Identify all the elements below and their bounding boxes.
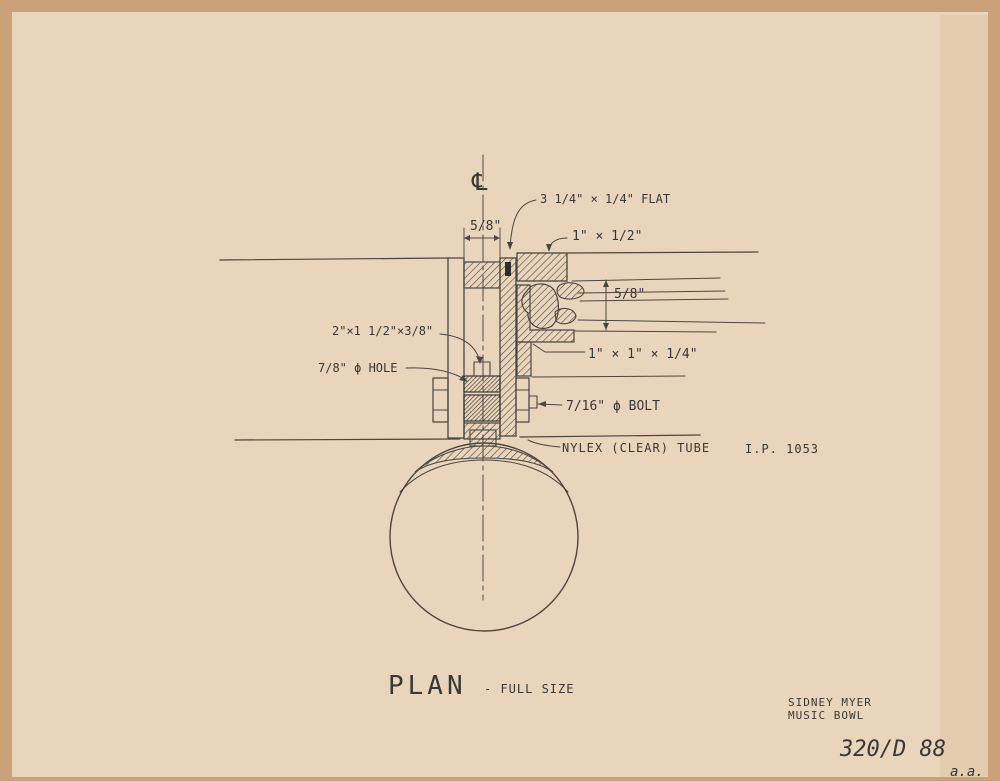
leader-top-block: 1" × 1/2" bbox=[546, 229, 642, 252]
leader-bolt: 7/16" ϕ BOLT bbox=[537, 399, 660, 414]
label-bolt: 7/16" ϕ BOLT bbox=[566, 399, 660, 414]
label-tube-spacing: 5/8" bbox=[614, 287, 645, 302]
label-angle: 1" × 1" × 1/4" bbox=[588, 347, 698, 362]
leader-flat-bar: 3 1/4" × 1/4" FLAT bbox=[507, 192, 670, 250]
corner-mark: a.a. bbox=[950, 764, 984, 780]
angle-leg bbox=[516, 341, 532, 377]
label-top-block: 1" × 1/2" bbox=[572, 229, 642, 244]
project-name-line1: SIDNEY MYER bbox=[788, 696, 872, 709]
top-block bbox=[516, 252, 568, 282]
label-plate-width: 5/8" bbox=[470, 219, 501, 234]
label-tube-ref: I.P. 1053 bbox=[745, 442, 819, 456]
project-name-line2: MUSIC BOWL bbox=[788, 709, 864, 722]
drawing-number: 320/D 88 bbox=[839, 737, 946, 762]
scale-note: - FULL SIZE bbox=[484, 682, 574, 696]
tube-sections bbox=[521, 282, 585, 330]
leader-angle: 1" × 1" × 1/4" bbox=[532, 343, 698, 362]
dimension-plate: 5/8" bbox=[463, 219, 501, 259]
clear-tube-section bbox=[389, 442, 579, 632]
centerline-symbol: ℄ bbox=[471, 168, 488, 196]
drawing-title: PLAN bbox=[388, 671, 467, 701]
outline-lines bbox=[219, 251, 759, 441]
dimension-tube-spacing: 5/8" bbox=[603, 279, 645, 331]
leader-hole: 7/8" ϕ HOLE bbox=[318, 361, 468, 382]
label-flat-bar: 3 1/4" × 1/4" FLAT bbox=[540, 192, 670, 206]
leader-tube: NYLEX (CLEAR) TUBE I.P. 1053 bbox=[527, 439, 819, 456]
label-tube: NYLEX (CLEAR) TUBE bbox=[562, 441, 710, 455]
label-hole: 7/8" ϕ HOLE bbox=[318, 361, 397, 375]
leader-spacer: 2"×1 1/2"×3/8" bbox=[332, 324, 483, 364]
tube-wall-lines bbox=[571, 277, 766, 333]
label-spacer: 2"×1 1/2"×3/8" bbox=[332, 324, 433, 338]
vertical-plate bbox=[447, 257, 517, 439]
bolt-assembly bbox=[432, 361, 538, 440]
paper-shade bbox=[940, 15, 988, 777]
